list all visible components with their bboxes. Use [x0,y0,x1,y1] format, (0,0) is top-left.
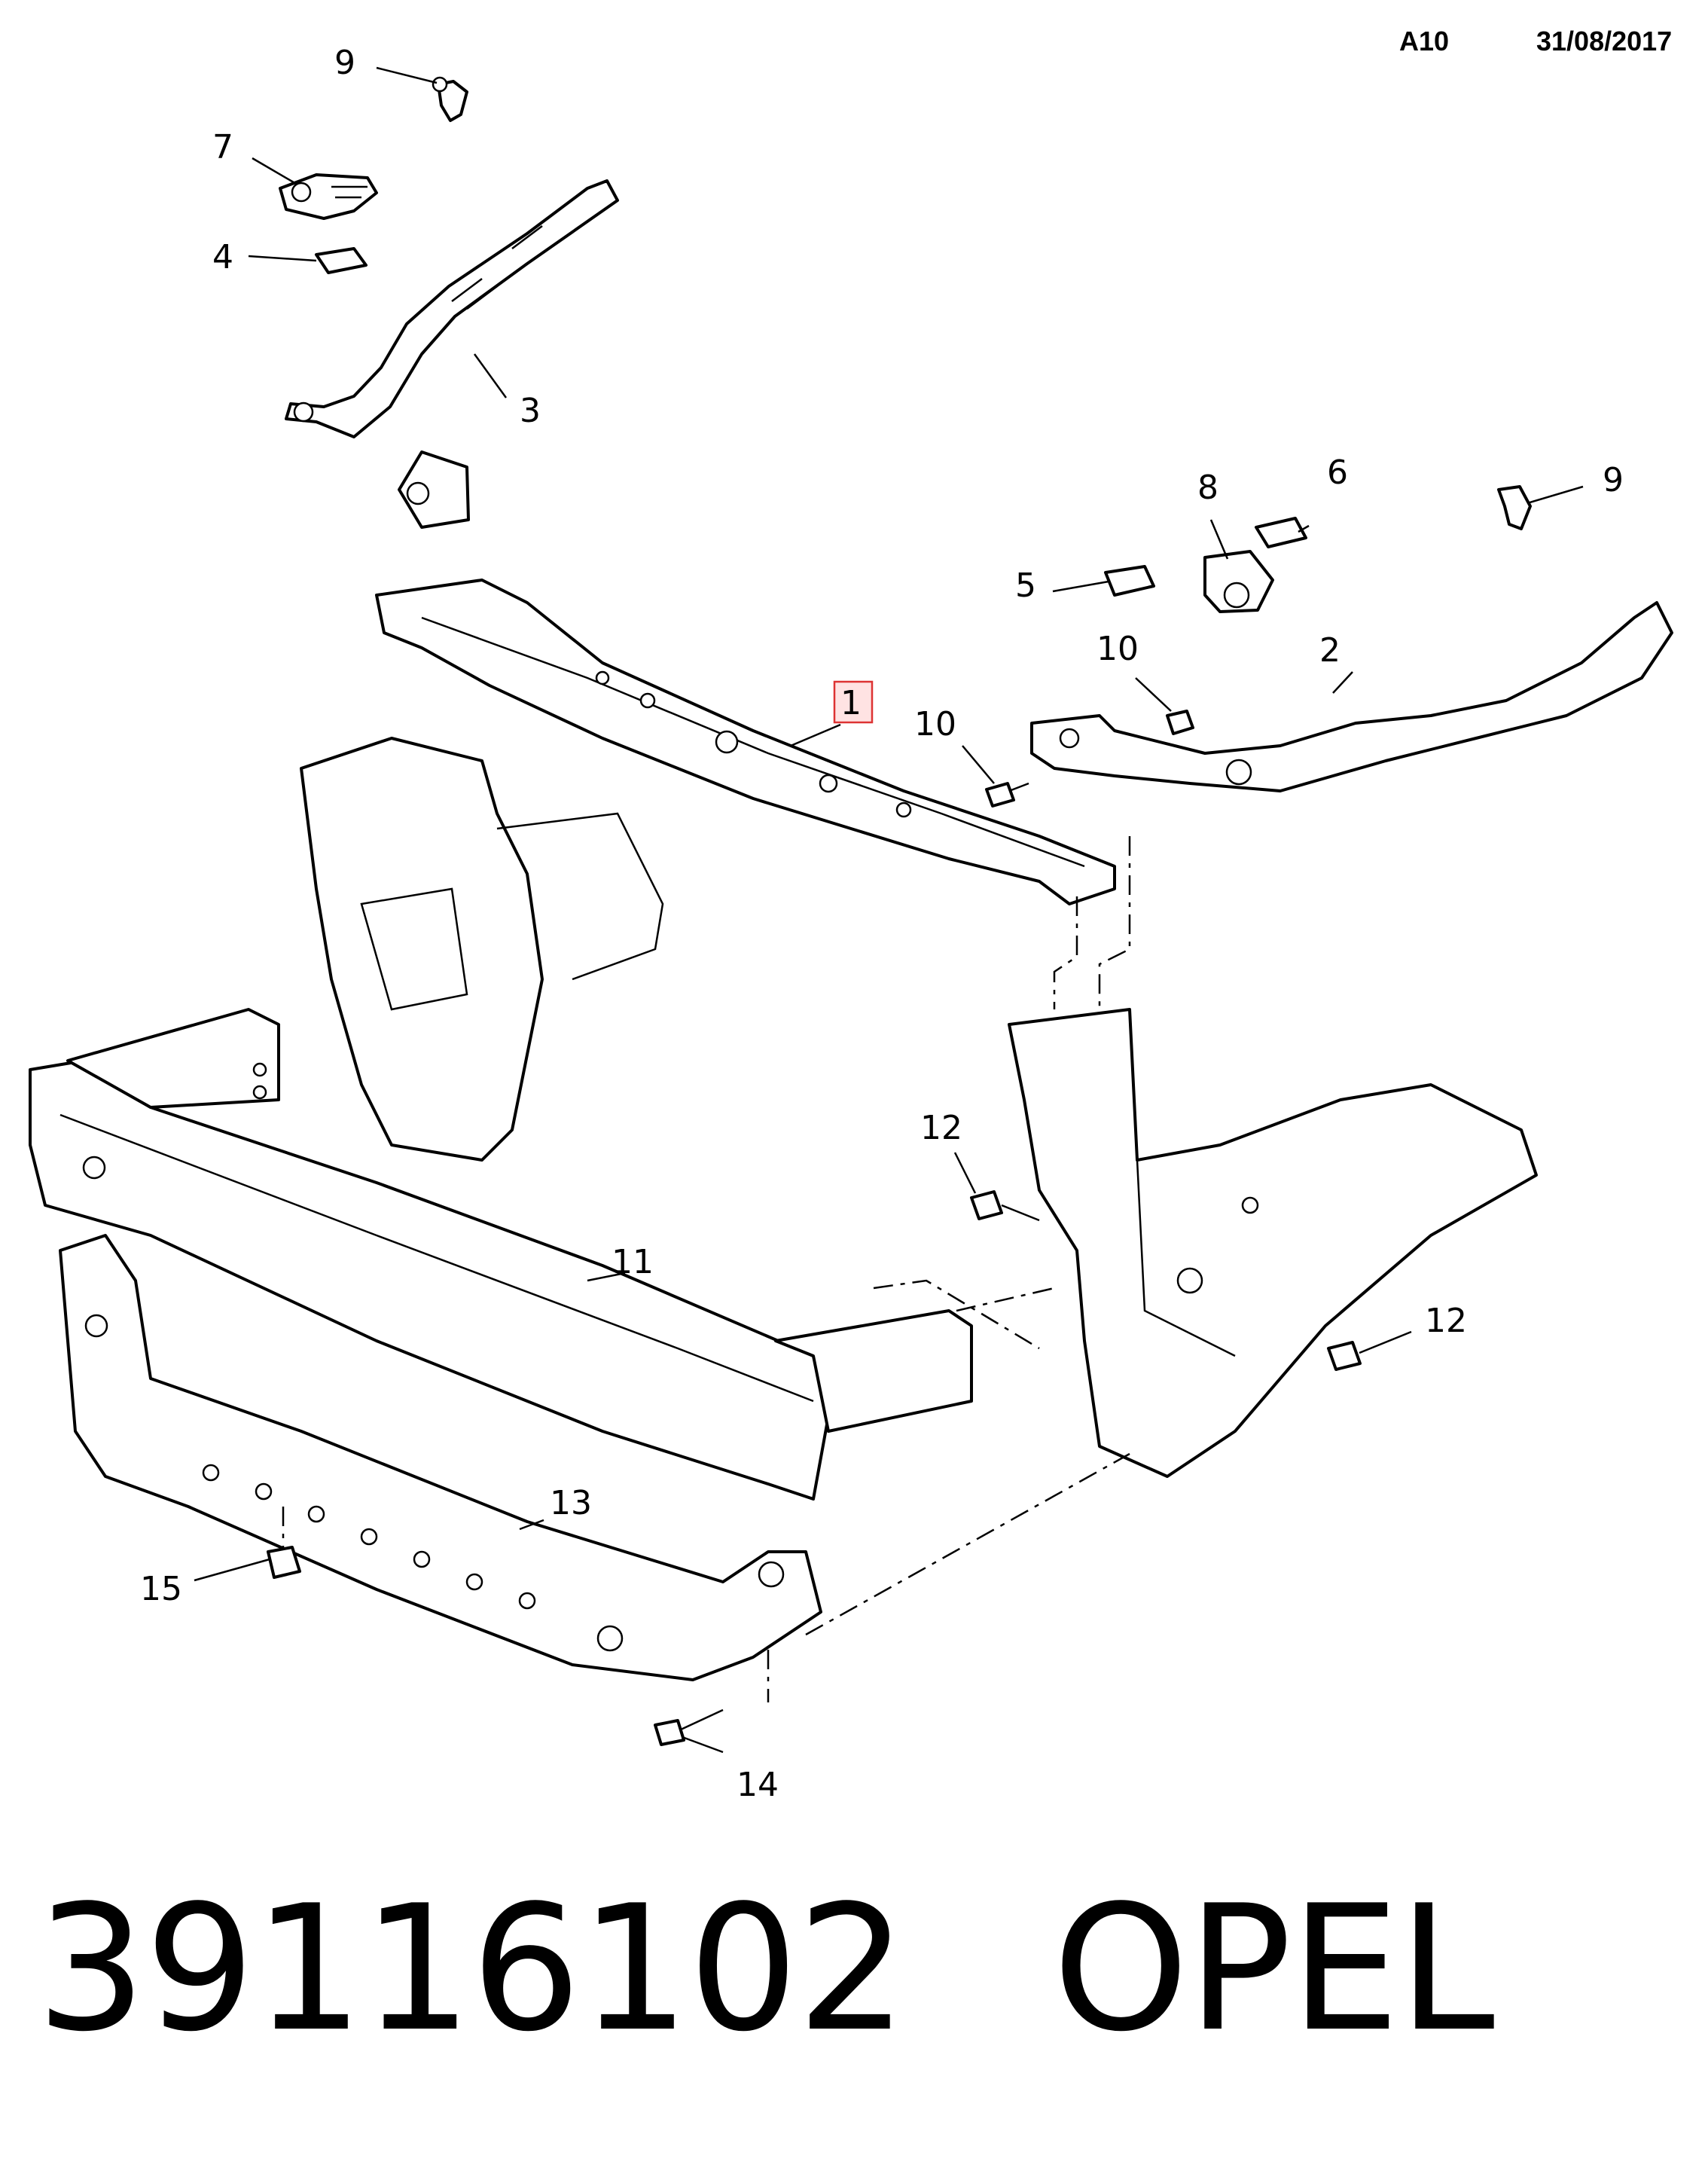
callout-12-right: 12 [1425,1302,1467,1340]
part-9-clip-top [432,76,468,122]
callout-7: 7 [212,128,233,166]
callout-14: 14 [737,1766,779,1804]
callout-3: 3 [520,392,541,430]
callout-11: 11 [612,1243,654,1281]
part-7-bracket [279,173,378,220]
part-9-clip-right [1497,485,1532,530]
callout-10-upper: 10 [1096,630,1139,668]
part-13-lower-tie-bar [59,1234,822,1681]
part-10-bolt-right [1166,710,1194,735]
part-1-cross-member [375,579,1116,905]
part-5-plate [1104,565,1155,597]
diagram-code: A10 [1399,26,1450,56]
leader-lines [194,66,1584,1754]
exploded-parts-diagram: 1 2 3 4 5 6 7 8 9 9 10 10 11 12 12 13 14… [29,44,1673,1804]
callout-1-highlight [833,680,874,724]
part-15-clip [267,1546,301,1579]
part-8-mount [1203,550,1274,613]
callout-8: 8 [1197,469,1218,507]
callout-4: 4 [212,238,233,276]
callout-13: 13 [550,1484,592,1522]
callout-10-lower: 10 [914,705,956,743]
part-6-plate [1255,517,1307,548]
part-number: 39116102 [36,1869,907,2070]
callout-2: 2 [1319,631,1340,670]
assembly-lines [282,836,1131,1702]
part-4-plate [315,247,368,274]
brand-name: OPEL [1052,1869,1495,2070]
callout-6: 6 [1327,453,1348,492]
part-3-upper-rail [285,179,619,529]
part-11-bumper-beam [29,1008,973,1501]
part-12-bolt-right [1327,1341,1362,1371]
callout-9-right: 9 [1603,461,1624,499]
callout-15: 15 [140,1570,182,1608]
part-14-bolt [654,1708,724,1746]
diagram-date: 31/08/2017 [1536,26,1673,56]
part-2-right-rail [1030,601,1673,792]
callout-5: 5 [1015,566,1036,605]
callout-1: 1 [840,684,862,722]
body-structure-right [1008,1008,1538,1478]
callout-9-top: 9 [334,44,355,82]
footer-part-info: 39116102 OPEL [36,1849,1693,2090]
part-12-bolt-left [970,1190,1040,1222]
callout-12-left: 12 [920,1109,962,1147]
part-10-bolt-left [985,782,1029,808]
body-structure-left [300,737,664,1162]
